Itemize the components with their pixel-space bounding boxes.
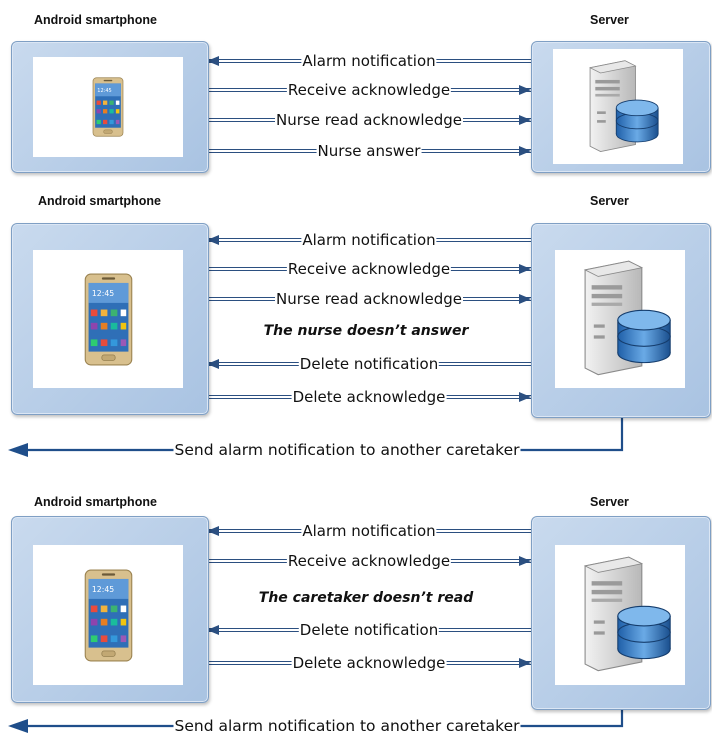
server-icon: [583, 260, 671, 376]
forward-label: Send alarm notification to another caret…: [173, 717, 521, 735]
arrow-head: [519, 658, 531, 668]
status-note: The nurse doesn’t answer: [263, 323, 469, 339]
phone-title: Android smartphone: [38, 194, 161, 208]
message-label: Delete notification: [298, 621, 440, 639]
status-note: The caretaker doesn’t read: [258, 590, 474, 606]
server-title: Server: [590, 194, 629, 208]
phone-title: Android smartphone: [34, 13, 157, 27]
message-label: Delete notification: [298, 355, 440, 373]
server-image-area: [555, 545, 685, 685]
smartphone-icon: 12:45: [84, 569, 132, 661]
arrow-head: [519, 392, 531, 402]
message-label: Receive acknowledge: [286, 260, 452, 278]
arrow-head: [519, 264, 531, 274]
message-label: Receive acknowledge: [286, 81, 452, 99]
server-icon: [583, 556, 671, 672]
arrow-head: [207, 625, 219, 635]
smartphone-icon: 12:45: [92, 77, 124, 137]
arrow-head: [207, 526, 219, 536]
message-label: Nurse read acknowledge: [275, 111, 463, 129]
arrow-head: [519, 294, 531, 304]
server-title: Server: [590, 495, 629, 509]
message-label: Receive acknowledge: [286, 552, 452, 570]
server-title: Server: [590, 13, 629, 27]
message-label: Alarm notification: [301, 522, 437, 540]
server-icon: [589, 59, 659, 152]
phone-image-area: 12:45: [33, 57, 183, 157]
arrow-head: [519, 556, 531, 566]
forward-arrow-head: [8, 443, 28, 457]
message-label: Delete acknowledge: [291, 388, 447, 406]
svg-text:12:45: 12:45: [91, 585, 113, 594]
svg-text:12:45: 12:45: [91, 289, 113, 298]
forward-label: Send alarm notification to another caret…: [173, 441, 521, 459]
message-label: Alarm notification: [301, 231, 437, 249]
arrow-head: [207, 235, 219, 245]
arrow-head: [207, 56, 219, 66]
arrow-head: [519, 146, 531, 156]
arrow-head: [207, 359, 219, 369]
phone-image-area: 12:45: [33, 250, 183, 388]
server-image-area: [553, 49, 683, 164]
message-label: Delete acknowledge: [291, 654, 447, 672]
forward-arrow-head: [8, 719, 28, 733]
smartphone-icon: 12:45: [84, 273, 132, 365]
message-label: Nurse answer: [316, 142, 422, 160]
arrow-head: [519, 85, 531, 95]
message-label: Nurse read acknowledge: [275, 290, 463, 308]
svg-text:12:45: 12:45: [97, 88, 111, 94]
server-image-area: [555, 250, 685, 388]
arrow-head: [519, 115, 531, 125]
message-label: Alarm notification: [301, 52, 437, 70]
phone-title: Android smartphone: [34, 495, 157, 509]
phone-image-area: 12:45: [33, 545, 183, 685]
